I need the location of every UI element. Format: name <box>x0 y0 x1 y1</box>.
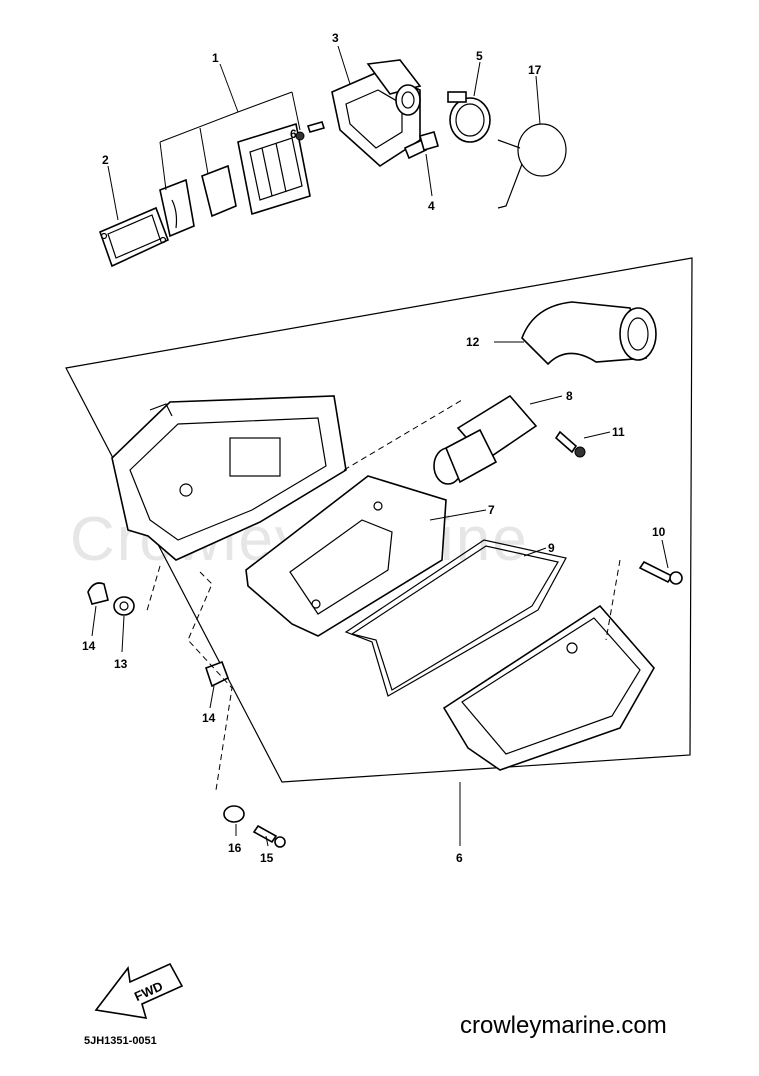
part-7-gasket-plate <box>245 475 447 637</box>
assembly-line-left <box>187 571 233 791</box>
callout-11: 11 <box>612 425 625 439</box>
callout-9: 9 <box>548 541 555 555</box>
part-14-collar-mid <box>204 660 230 688</box>
callout-1: 1 <box>212 51 219 65</box>
reed-petal-right <box>201 164 237 218</box>
part-9-seal-ring <box>344 539 567 697</box>
callout-5: 5 <box>476 49 483 63</box>
assembly-line-bolt10 <box>605 559 621 641</box>
callout-13: 13 <box>114 657 128 671</box>
part-16-washer <box>223 805 245 823</box>
callout-14-left: 14 <box>82 639 96 653</box>
callout-6-main: 6 <box>456 851 463 865</box>
part-13-grommet <box>113 596 135 616</box>
callout-17: 17 <box>528 63 542 77</box>
drawing-code: 5JH1351-0051 <box>84 1035 157 1047</box>
callout-6-small: 6 <box>290 127 297 141</box>
part-3-manifold <box>331 59 422 168</box>
callout-10: 10 <box>652 525 666 539</box>
callout-7: 7 <box>488 503 495 517</box>
part-12-intake-elbow <box>521 301 657 366</box>
assembly-line-grommet <box>145 565 161 615</box>
leader-lines <box>91 45 669 847</box>
fwd-arrow-icon: FWD <box>94 962 184 1019</box>
part-15-bolt <box>252 824 286 848</box>
reed-petal-left <box>159 178 195 238</box>
assembly-line-tube <box>343 399 463 471</box>
callout-15: 15 <box>260 851 274 865</box>
callout-8: 8 <box>566 389 573 403</box>
assembly-boundary <box>65 257 693 783</box>
part-4-bolt <box>403 131 439 160</box>
callout-12: 12 <box>466 335 480 349</box>
callout-3: 3 <box>332 31 339 45</box>
part-10-bolt <box>638 560 683 585</box>
part-2-gasket <box>98 206 170 268</box>
site-credit: crowleymarine.com <box>460 1012 667 1039</box>
silencer-cover <box>442 604 655 771</box>
part-1-reed-valve <box>237 122 311 216</box>
silencer-case-housing <box>111 395 347 561</box>
callout-14-mid: 14 <box>202 711 216 725</box>
part-11-screw <box>554 430 586 458</box>
part-14-grommet-left <box>87 582 109 605</box>
callout-2: 2 <box>102 153 109 167</box>
part-8-silencer-tube <box>433 394 538 485</box>
callout-4: 4 <box>428 199 435 213</box>
part-6-small-screw <box>306 121 326 133</box>
callout-16: 16 <box>228 841 242 855</box>
part-5-hose-clamp <box>447 91 491 143</box>
part-17-spring-ring <box>497 123 567 209</box>
